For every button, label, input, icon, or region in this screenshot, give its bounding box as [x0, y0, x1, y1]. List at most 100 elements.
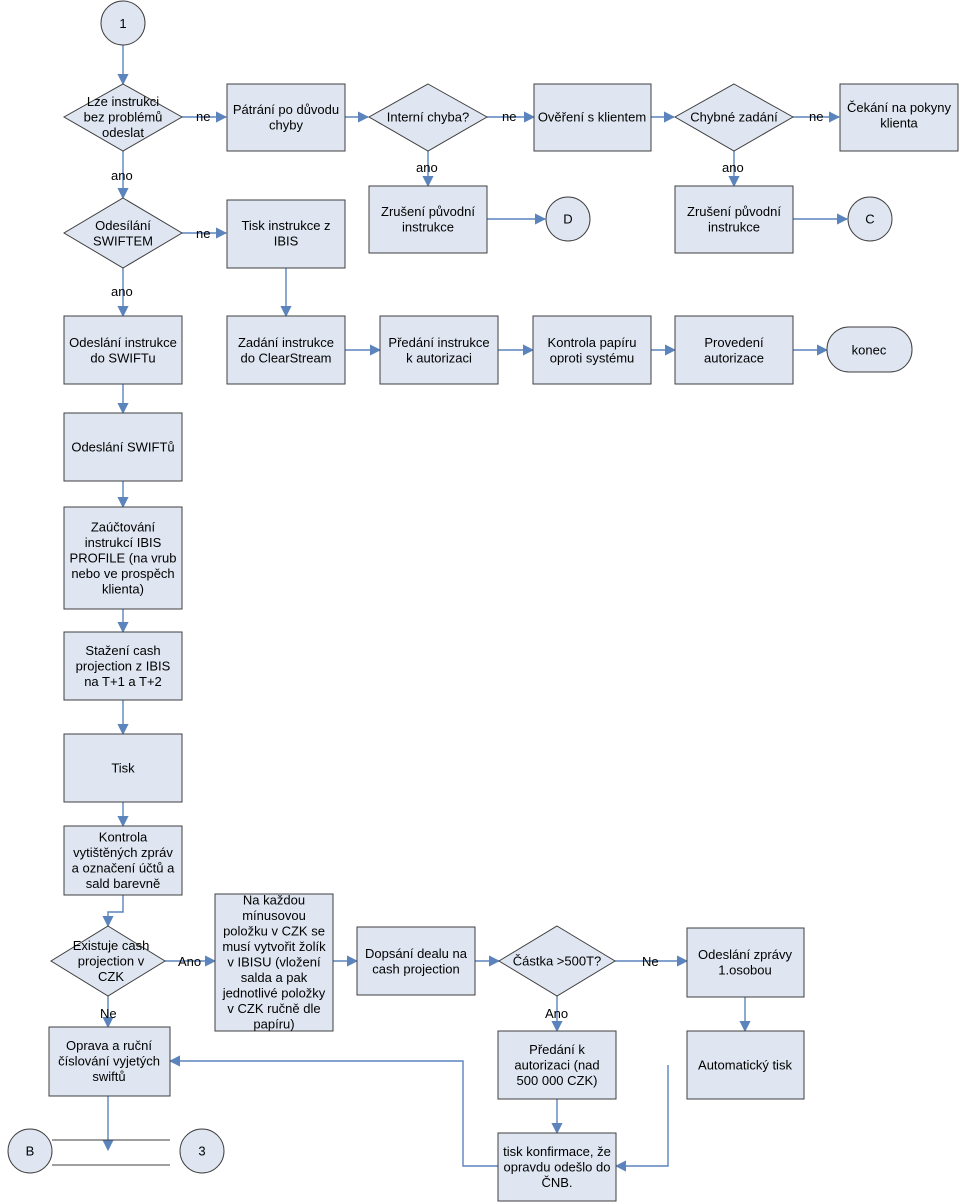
node-label-line: IBIS [274, 233, 299, 248]
node-label-line: chyby [269, 117, 303, 132]
edge-label-Ano-1: Ano [178, 954, 201, 969]
node-label-line: projection z IBIS [76, 659, 171, 674]
node-label-line: Odeslání SWIFTů [71, 440, 174, 455]
process-tisk: Tisk [63, 733, 183, 803]
edge-label-Ne-1: Ne [642, 954, 659, 969]
edge-label-ne-1: ne [196, 109, 210, 124]
decision-interni-chyba: Interní chyba? [367, 83, 489, 152]
node-label-line: Odeslání zprávy [698, 947, 792, 962]
node-label-line: Lze instrukci [87, 94, 159, 109]
process-odeslani-swiftu: Odeslání SWIFTů [63, 412, 183, 482]
node-label-line: k autorizaci [406, 350, 472, 365]
node-label-line: na T+1 a T+2 [84, 674, 162, 689]
node-label-line: Částka >500T? [513, 954, 602, 969]
node-label-line: odeslat [102, 125, 144, 140]
node-label-line: v CZK ručně dle [227, 1001, 320, 1016]
node-label-line: Předání k [529, 1042, 585, 1057]
process-automaticky-tisk: Automatický tisk [686, 1030, 805, 1100]
node-label-line: Zrušení původní [687, 204, 781, 219]
node-label-B: B [26, 1144, 35, 1159]
node-label-line: Čekání na pokyny [847, 100, 952, 115]
connector-automaticky-tiskkonf [614, 1065, 669, 1172]
node-label-line: autorizace [704, 350, 764, 365]
terminal-konec: konec [826, 326, 913, 373]
node-label-line: PROFILE (na vrub [70, 551, 177, 566]
node-label-line: vytištěných zpráv [73, 845, 173, 860]
node-label-three: 3 [198, 1144, 205, 1159]
node-label-line: do SWIFTu [90, 350, 155, 365]
node-label-line: Tisk instrukce z [241, 218, 330, 233]
edge-label-Ne-2: Ne [100, 1006, 117, 1021]
edge-label-ano-4: ano [111, 284, 133, 299]
node-label-chybne: Chybné zadání [690, 110, 778, 125]
node-label-konec: konec [852, 343, 887, 358]
node-label-line: musí vytvořit žolík [222, 939, 326, 954]
node-label-line: Odeslání instrukce [69, 335, 177, 350]
node-label-line: cash projection [372, 961, 459, 976]
decision-castka: Částka >500T? [498, 925, 616, 997]
node-label-line: do ClearStream [240, 350, 331, 365]
node-label-line: D [563, 212, 572, 227]
node-label-line: instrukce [402, 219, 454, 234]
process-overeni: Ověření s klientem [533, 83, 652, 152]
node-label-line: Zaúčtování [91, 520, 156, 535]
node-label-line: 3 [198, 1144, 205, 1159]
node-label-line: oproti systému [550, 350, 635, 365]
node-label-line: C [865, 212, 874, 227]
node-label-line: položku v CZK se [223, 924, 325, 939]
node-label-line: instrukce [708, 219, 760, 234]
node-label-line: bez problémů [84, 110, 163, 125]
node-label-line: papíru) [253, 1017, 294, 1032]
node-label-line: salda a pak [241, 970, 308, 985]
node-label-line: Na každou [243, 893, 305, 908]
node-label-line: mínusovou [242, 908, 306, 923]
node-label-line: SWIFTEM [93, 233, 153, 248]
node-label-line: a označení účtů a [72, 860, 175, 875]
node-label-line: Oprava a ruční [66, 1038, 152, 1053]
connectors [52, 44, 849, 1172]
edge-label-ne-2: ne [502, 109, 516, 124]
node-label-line: 1.osobou [718, 962, 772, 977]
node-label-line: projection v [78, 954, 145, 969]
node-start-1: 1 [100, 0, 146, 46]
connector-3: 3 [179, 1128, 225, 1174]
connector-kontrola-existuje [102, 895, 124, 928]
node-start-1-label: 1 [119, 16, 126, 31]
node-label-line: CZK [98, 969, 124, 984]
node-label-line: klienta [880, 115, 918, 130]
node-label-tisk: Tisk [111, 761, 135, 776]
node-label-line: 500 000 CZK) [517, 1073, 598, 1088]
node-label-line: číslování vyjetých [58, 1054, 160, 1069]
node-label-line: opravdu odešlo do [504, 1160, 611, 1175]
edge-label-ano-2: ano [722, 160, 744, 175]
node-label-line: nebo ve prospěch [71, 566, 174, 581]
node-label-line: Ověření s klientem [538, 110, 646, 125]
node-label-line: konec [852, 343, 887, 358]
